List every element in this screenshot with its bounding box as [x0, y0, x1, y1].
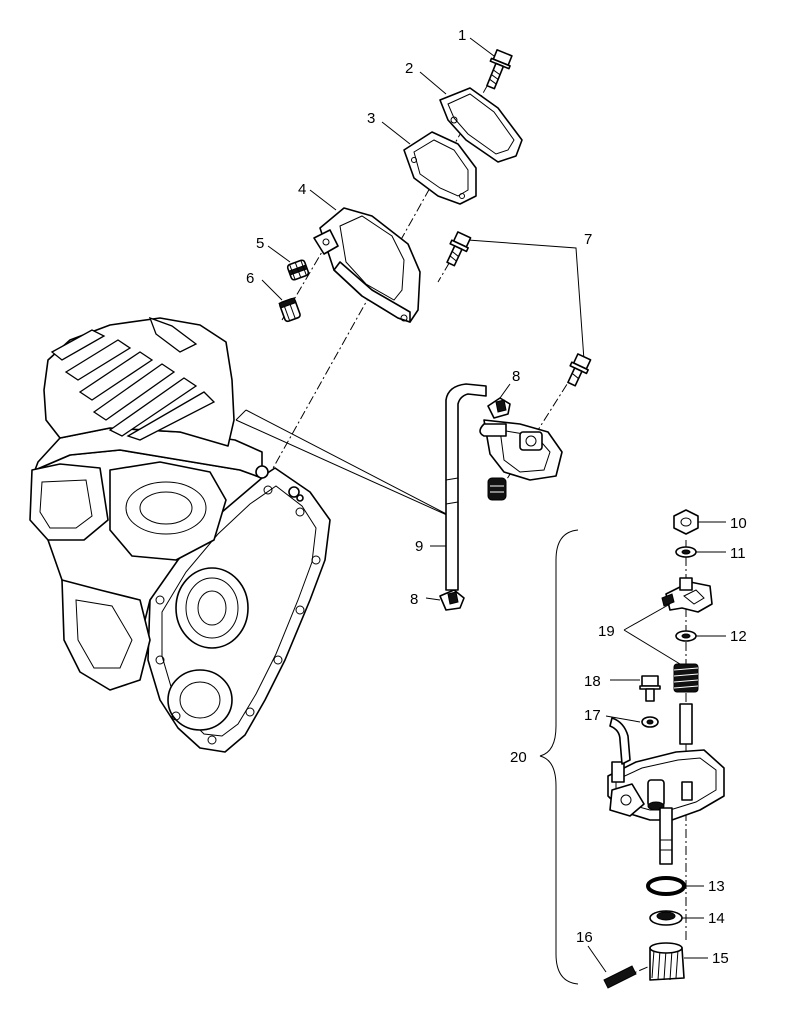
banjo-bolt-icon [446, 231, 472, 267]
bolt-icon [639, 675, 661, 702]
hose-clamp-icon [487, 397, 511, 419]
callout-13: 13 [708, 878, 725, 895]
assembly-brace [539, 529, 579, 985]
banjo-bolt-icon [567, 353, 592, 387]
callout-19: 19 [598, 623, 615, 640]
control-lever-icon [661, 577, 713, 613]
callout-2: 2 [405, 60, 413, 77]
pin-icon [603, 965, 637, 989]
callout-5: 5 [256, 235, 264, 252]
callout-10: 10 [730, 515, 747, 532]
washer-icon [675, 630, 697, 642]
oil-pump-icon [479, 419, 563, 501]
callout-16: 16 [576, 929, 593, 946]
gasket-icon [403, 131, 477, 205]
bushing-icon [649, 910, 683, 926]
callout-12: 12 [730, 628, 747, 645]
callout-8b: 8 [410, 591, 418, 608]
callout-labels: 1 2 3 4 5 6 7 8 8 9 10 11 12 13 14 15 16… [246, 27, 747, 967]
callout-1: 1 [458, 27, 466, 44]
callout-11: 11 [730, 545, 746, 562]
callout-20: 20 [510, 749, 527, 766]
callout-18: 18 [584, 673, 601, 690]
gear-icon [649, 942, 685, 981]
oil-hose-icon [445, 383, 487, 591]
callout-14: 14 [708, 910, 725, 927]
callout-4: 4 [298, 181, 306, 198]
callout-6: 6 [246, 270, 254, 287]
valve-housing-icon [313, 207, 421, 323]
plug-icon [286, 259, 310, 281]
cover-plate-icon [439, 87, 523, 163]
nut-icon [673, 509, 699, 535]
spring-icon [673, 663, 699, 693]
plug-icon [278, 297, 301, 323]
washer-icon [641, 716, 659, 728]
o-ring-icon [646, 876, 686, 896]
callout-15: 15 [712, 950, 729, 967]
oil-pump-icon [607, 703, 725, 865]
callout-leaders [261, 37, 726, 973]
bolt-icon [486, 49, 513, 90]
callout-17: 17 [584, 707, 601, 724]
engine-block-icon [29, 316, 331, 753]
washer-icon [675, 546, 697, 558]
callout-7: 7 [584, 231, 592, 248]
callout-9: 9 [415, 538, 423, 555]
callout-3: 3 [367, 110, 375, 127]
callout-8: 8 [512, 368, 520, 385]
oil-pump-exploded [603, 509, 725, 989]
hose-clamp-icon [439, 589, 465, 611]
